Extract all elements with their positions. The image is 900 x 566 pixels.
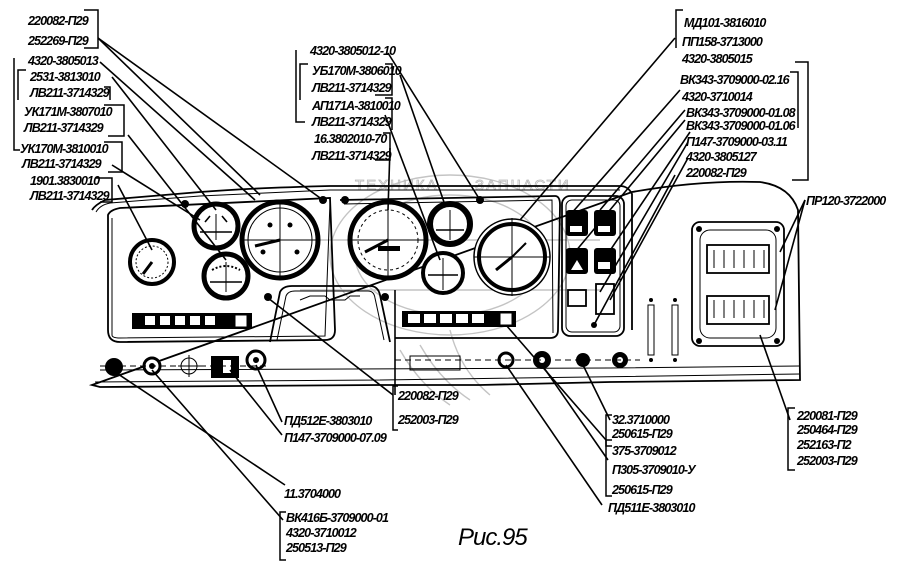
- part-label: ПР120-3722000: [806, 194, 886, 208]
- gauge-voltmeter: [421, 251, 465, 295]
- part-label: 4320-3805012-10: [309, 44, 396, 58]
- part-label: 4320-3805013: [27, 54, 99, 68]
- part-label: 220081-П29: [796, 409, 858, 423]
- part-label: ПД511Е-3803010: [608, 501, 695, 515]
- part-label: 1901.3830010: [30, 174, 100, 188]
- brackets: [13, 9, 809, 561]
- part-label: ЛВ211-3714329: [311, 149, 392, 163]
- part-label: ВК343-3709000-01.08: [686, 106, 796, 120]
- gauge-speedometer: [347, 199, 429, 281]
- part-label: 4320-3805015: [681, 52, 754, 66]
- part-label: УК171М-3807010: [24, 105, 113, 119]
- part-label: 16.3802010-70: [314, 132, 387, 146]
- bottom-controls: [100, 349, 640, 378]
- part-label: П305-3709010-У: [612, 463, 697, 477]
- part-label: 250464-П29: [796, 423, 858, 437]
- part-label: 32.3710000: [612, 413, 670, 427]
- rocker-switches: [566, 210, 616, 328]
- part-label: 252269-П29: [27, 34, 89, 48]
- part-label: ЛВ211-3714329: [311, 81, 392, 95]
- warning-lamp-strip-left: [132, 313, 252, 329]
- part-label: 252003-П29: [796, 454, 858, 468]
- part-label: 220082-П29: [685, 166, 747, 180]
- part-label: 220082-П29: [397, 389, 459, 403]
- part-label: 11.3704000: [284, 487, 341, 501]
- callouts-top-center: 4320-3805012-10 УБ170М-3806010 ЛВ211-371…: [309, 44, 403, 163]
- warning-lamp-strip-center: [402, 311, 516, 327]
- figure-caption: Рис.95: [458, 524, 528, 551]
- gauge-oil-pressure: [191, 201, 241, 251]
- part-label: ВК416Б-3709000-01: [286, 511, 389, 525]
- part-label: ПД512Е-3803010: [284, 414, 372, 428]
- part-label: ВК343-3709000-01.06: [686, 119, 797, 133]
- part-label: ЛВ211-3714329: [29, 189, 110, 203]
- fuse-box: [691, 221, 785, 347]
- part-label: ЛВ211-3714329: [311, 115, 392, 129]
- callouts-top-right: МД101-3816010 ПП158-3713000 4320-3805015…: [680, 16, 798, 180]
- dashboard-housing: [88, 180, 801, 388]
- part-label: 250513-П29: [285, 541, 347, 555]
- part-label: 250615-П29: [611, 427, 673, 441]
- toggle-levers: [647, 298, 679, 362]
- part-label: 4320-3710014: [681, 90, 753, 104]
- part-label: 4320-3805127: [685, 150, 758, 164]
- part-label: 375-3709012: [612, 444, 677, 458]
- callouts-bottom-center: 220082-П29 252003-П29 ПД512Е-3803010 П14…: [284, 389, 460, 445]
- part-label: ВК343-3709000-02.16: [680, 73, 791, 87]
- gauge-speedometer-left: [239, 199, 321, 281]
- gauge-tachometer-small: [128, 238, 176, 286]
- part-label: ЛВ211-3714329: [29, 86, 110, 100]
- part-label: 250615-П29: [611, 483, 673, 497]
- part-label: АП171А-3810010: [311, 99, 401, 113]
- gauge-fuel: [427, 201, 473, 247]
- part-label: 2531-3813010: [29, 70, 101, 84]
- callouts-bottom-right: 32.3710000 250615-П29 375-3709012 П305-3…: [608, 413, 698, 515]
- part-label: ЛВ211-3714329: [21, 157, 102, 171]
- part-label: МД101-3816010: [684, 16, 766, 30]
- part-label: 252163-П2: [796, 438, 852, 452]
- callouts-right: ПР120-3722000 220081-П29 250464-П29 2521…: [796, 194, 887, 468]
- part-label: П147-3709000-03.11: [686, 135, 788, 149]
- part-label: УК170М-3810010: [20, 142, 109, 156]
- part-label: ПП158-3713000: [682, 35, 763, 49]
- part-label: 220082-П29: [27, 14, 89, 28]
- part-label: ЛВ211-3714329: [23, 121, 104, 135]
- part-label: 4320-3710012: [285, 526, 357, 540]
- callouts-top-left: 220082-П29 252269-П29 4320-3805013 2531-…: [20, 14, 113, 203]
- part-label: П147-3709000-07.09: [284, 431, 387, 445]
- gauge-air-pressure: [473, 218, 551, 296]
- gauge-temperature: [201, 251, 251, 301]
- part-label: 252003-П29: [397, 413, 459, 427]
- part-label: УБ170М-3806010: [312, 64, 402, 78]
- callouts-bottom-left: 11.3704000 ВК416Б-3709000-01 4320-371001…: [284, 487, 390, 555]
